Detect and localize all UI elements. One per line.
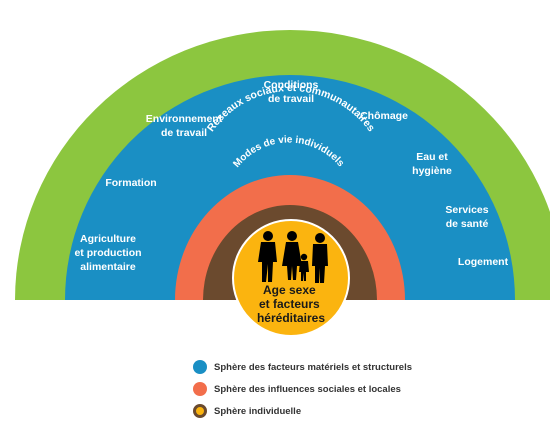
blue-item-line: de travail <box>268 93 314 105</box>
legend-item-individual: Sphère individuelle <box>193 400 412 422</box>
legend-swatch-orange <box>193 382 207 396</box>
blue-item-line: hygiène <box>412 165 452 177</box>
blue-item-line: Agriculture <box>80 233 136 245</box>
blue-item: Environnement de travail <box>146 113 223 139</box>
blue-item-line: et production <box>74 247 141 259</box>
core-label: Age sexe et facteurs héréditaires <box>257 283 325 325</box>
blue-item-line: Services <box>445 204 488 216</box>
legend-label: Sphère des influences sociales et locale… <box>214 383 401 395</box>
blue-item: Agriculture et production alimentaire <box>74 233 141 273</box>
blue-items-group: Agriculture et production alimentaire Forma… <box>74 79 508 273</box>
blue-item-line: Environnement <box>146 113 223 125</box>
family-icon <box>258 231 328 283</box>
blue-item: Services de santé <box>445 204 488 230</box>
blue-item-line: Logement <box>458 256 509 268</box>
legend-label: Sphère des facteurs matériels et structu… <box>214 361 413 373</box>
blue-item-line: Eau et <box>416 151 448 163</box>
blue-item: Logement <box>458 256 509 268</box>
blue-item-line: de travail <box>161 127 207 139</box>
blue-item: Formation <box>105 177 156 189</box>
legend-swatch-yellow <box>193 404 207 418</box>
blue-item: Chômage <box>360 110 408 122</box>
legend-item-material: Sphère des facteurs matériels et structu… <box>193 356 412 378</box>
legend-item-social: Sphère des influences sociales et locale… <box>193 378 412 400</box>
blue-item-line: de santé <box>446 218 489 230</box>
blue-item: Conditions de travail <box>264 79 319 105</box>
blue-item-line: alimentaire <box>80 261 136 273</box>
blue-item-line: Formation <box>105 177 156 189</box>
legend-swatch-blue <box>193 360 207 374</box>
blue-item-line: Conditions <box>264 79 319 91</box>
blue-item: Eau et hygiène <box>412 151 452 177</box>
legend-label: Sphère individuelle <box>214 405 302 417</box>
legend: Sphère des facteurs matériels et structu… <box>193 356 412 422</box>
core-individual: Age sexe et facteurs héréditaires <box>232 219 350 337</box>
blue-item-line: Chômage <box>360 110 408 122</box>
